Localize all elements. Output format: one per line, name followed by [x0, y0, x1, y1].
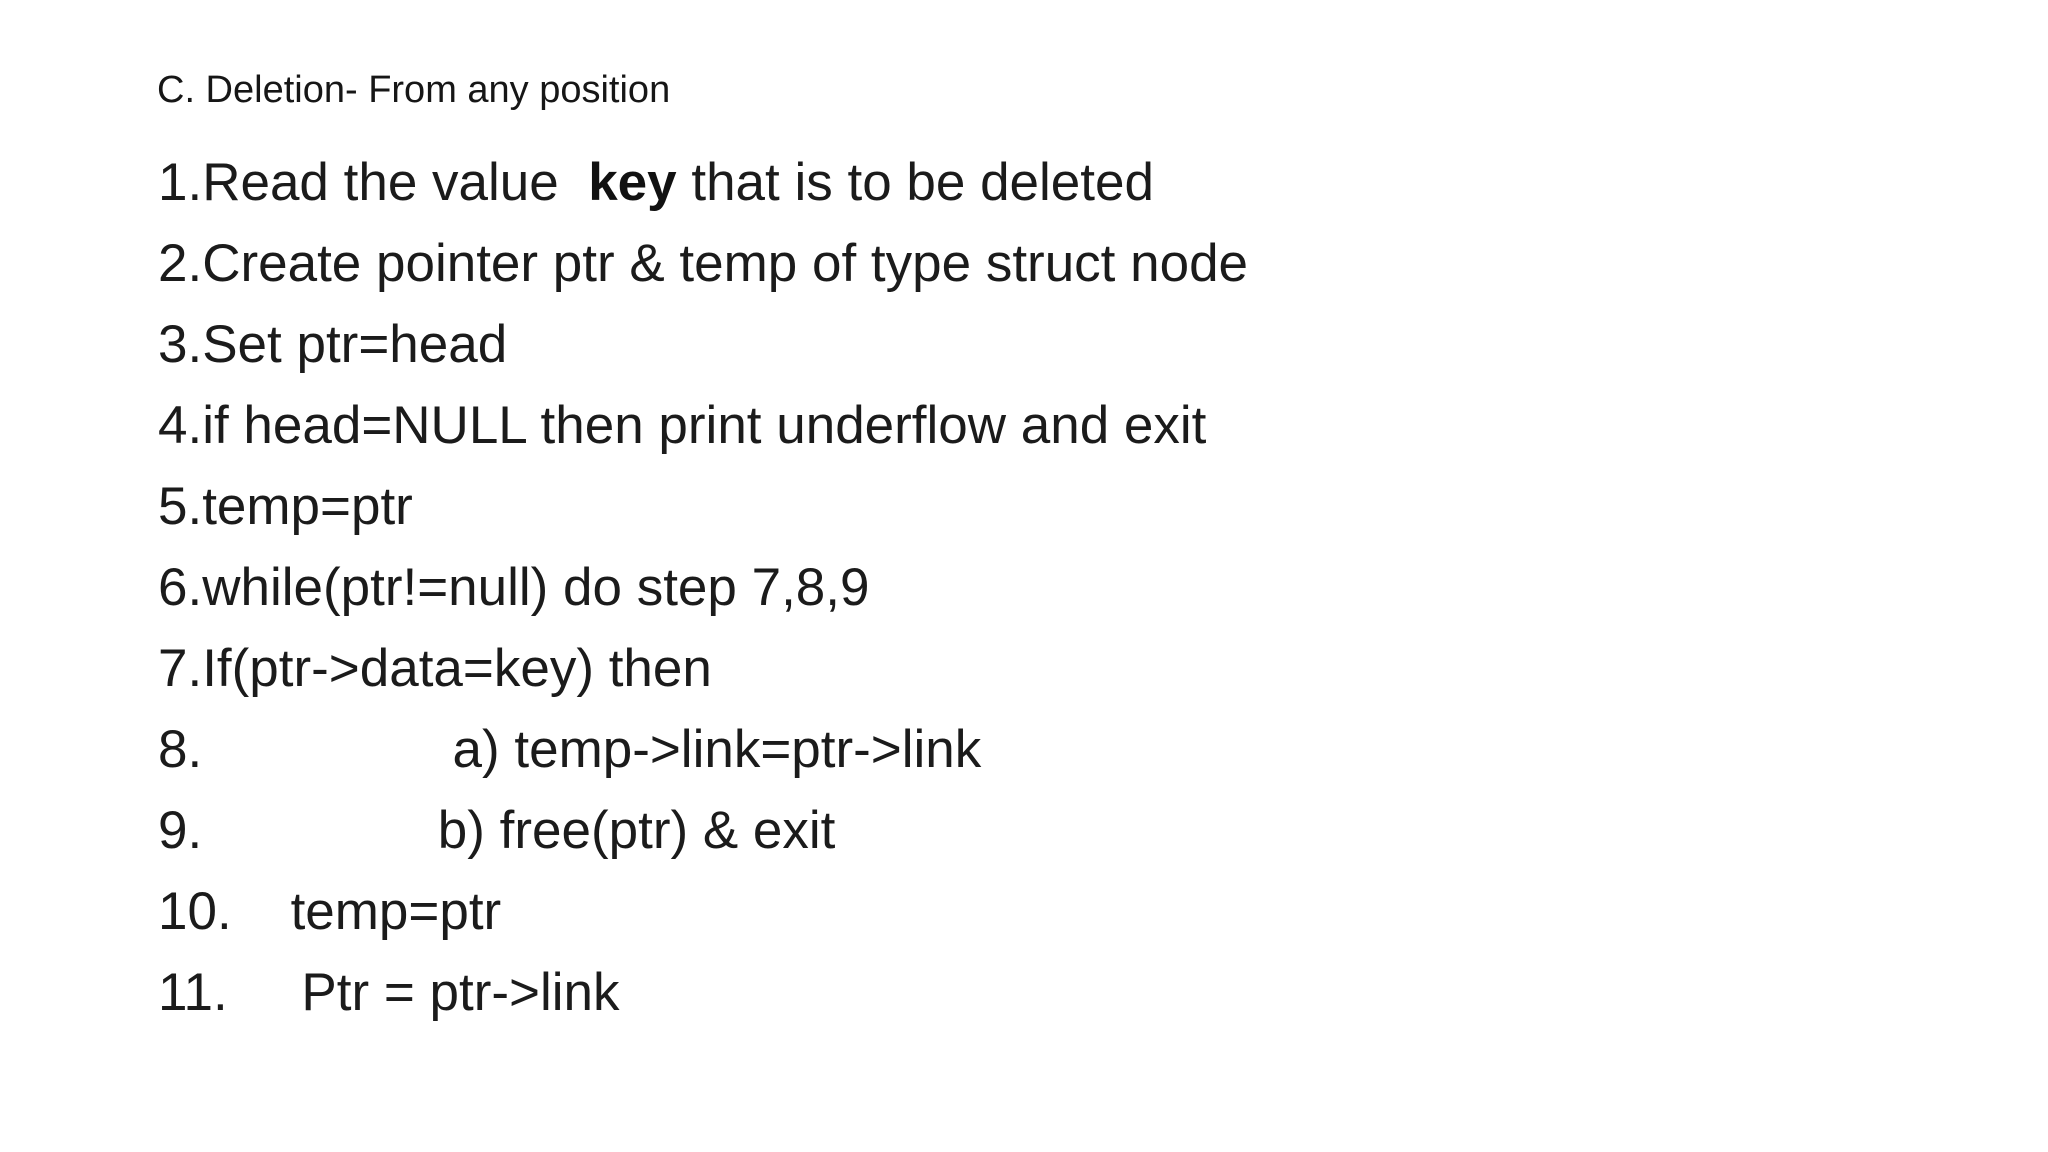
step-text: 6.while(ptr!=null) do step 7,8,9 — [158, 558, 870, 617]
step-text: 2.Create pointer ptr & temp of type stru… — [158, 234, 1249, 293]
step-text: 1.Read the value — [158, 153, 589, 212]
step-text: 11. Ptr = ptr->link — [158, 963, 620, 1022]
step-keyword-bold: key — [588, 153, 677, 212]
step-text: 3.Set ptr=head — [158, 315, 508, 374]
step-text: that is to be deleted — [676, 153, 1154, 212]
step-text: 8. a) temp->link=ptr->link — [158, 720, 982, 779]
algorithm-step: 5.temp=ptr — [158, 466, 1248, 547]
algorithm-step: 9. b) free(ptr) & exit — [158, 790, 1248, 871]
algorithm-steps: 1.Read the value key that is to be delet… — [158, 142, 1248, 1033]
algorithm-step: 8. a) temp->link=ptr->link — [158, 709, 1248, 790]
algorithm-step: 1.Read the value key that is to be delet… — [158, 142, 1248, 223]
algorithm-step: 11. Ptr = ptr->link — [158, 952, 1248, 1033]
algorithm-step: 6.while(ptr!=null) do step 7,8,9 — [158, 547, 1248, 628]
algorithm-step: 3.Set ptr=head — [158, 304, 1248, 385]
algorithm-step: 7.If(ptr->data=key) then — [158, 628, 1248, 709]
slide-title: C. Deletion- From any position — [157, 69, 671, 111]
step-text: 4.if head=NULL then print underflow and … — [158, 396, 1207, 455]
algorithm-step: 4.if head=NULL then print underflow and … — [158, 385, 1248, 466]
step-text: 7.If(ptr->data=key) then — [158, 639, 712, 698]
algorithm-step: 10. temp=ptr — [158, 871, 1248, 952]
step-text: 5.temp=ptr — [158, 477, 413, 536]
step-text: 10. temp=ptr — [158, 882, 502, 941]
step-text: 9. b) free(ptr) & exit — [158, 801, 836, 860]
algorithm-step: 2.Create pointer ptr & temp of type stru… — [158, 223, 1248, 304]
